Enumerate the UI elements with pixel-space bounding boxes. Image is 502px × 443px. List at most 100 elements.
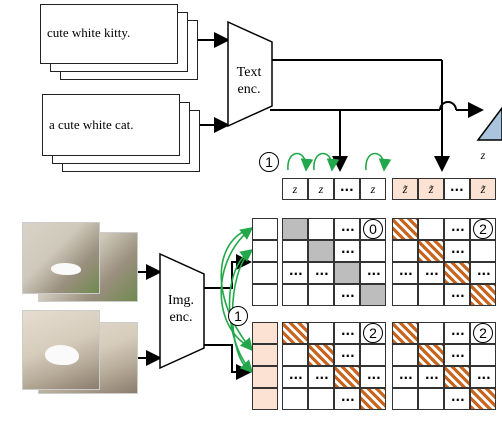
- matrix-cell: [282, 284, 308, 306]
- label-zt2I: [252, 344, 278, 366]
- matrix-cell: [282, 344, 308, 366]
- matrix-ellipsis: ...: [289, 368, 303, 382]
- step-marker-left: 1: [228, 306, 248, 326]
- matrix-cell: [392, 240, 418, 262]
- matrix-cell: [392, 284, 418, 306]
- matrix-cell: [282, 388, 308, 410]
- matrix-ellipsis: ...: [315, 264, 329, 278]
- matrix-cell: ...: [282, 262, 308, 284]
- matrix-ellipsis: ...: [451, 220, 465, 234]
- matrix-ellipsis: ...: [425, 368, 439, 382]
- label-zNT: [360, 178, 386, 200]
- matrix-cell: ...: [360, 366, 386, 388]
- matrix-ellipsis: ...: [451, 390, 465, 404]
- matrix-cell: [392, 388, 418, 410]
- matrix-cell: ...: [360, 262, 386, 284]
- matrix-cell: ...: [470, 366, 496, 388]
- cat-shape: [51, 263, 81, 275]
- matrix-cell: [418, 240, 444, 262]
- matrix-cell: ...: [308, 366, 334, 388]
- matrix-cell: [418, 344, 444, 366]
- step-marker-top: 1: [259, 152, 279, 172]
- matrix-cell: [334, 366, 360, 388]
- matrix-ellipsis: ...: [341, 324, 355, 338]
- image-encoder-label: Img. enc.: [167, 293, 195, 325]
- matrix-cell: ...: [392, 262, 418, 284]
- matrix-ellipsis: ...: [399, 264, 413, 278]
- label-dots-T: [334, 178, 360, 200]
- matrix-ellipsis: ...: [341, 242, 355, 256]
- matrix-cell: [392, 218, 418, 240]
- image-card-1: [22, 222, 100, 294]
- matrix-ellipsis: ...: [477, 264, 491, 278]
- matrix-cell: [360, 240, 386, 262]
- block-number: 0: [363, 219, 383, 239]
- matrix-cell: [308, 322, 334, 344]
- matrix-ellipsis: ...: [425, 264, 439, 278]
- matrix-ellipsis: ...: [341, 286, 355, 300]
- matrix-cell: ...: [334, 344, 360, 366]
- matrix-cell: ...: [334, 284, 360, 306]
- matrix-cell: [470, 284, 496, 306]
- matrix-ellipsis: ...: [367, 368, 381, 382]
- matrix-cell: [282, 322, 308, 344]
- matrix-cell: ...: [334, 322, 360, 344]
- label-z1I: [252, 218, 278, 240]
- top-label-1: z: [292, 182, 298, 196]
- label-z2T: [308, 178, 334, 200]
- matrix-cell: [308, 218, 334, 240]
- top-label-3: ...: [340, 180, 354, 194]
- matrix-ellipsis: ...: [341, 346, 355, 360]
- matrix-cell: [418, 218, 444, 240]
- matrix-ellipsis: ...: [451, 324, 465, 338]
- matrix-cell: ...: [282, 366, 308, 388]
- t-prime-label: z: [480, 148, 486, 162]
- matrix-ellipsis: ...: [451, 242, 465, 256]
- matrix-cell: ...: [444, 218, 470, 240]
- top-label-6: z̃: [428, 182, 434, 196]
- matrix-cell: [470, 344, 496, 366]
- matrix-cell: [418, 284, 444, 306]
- matrix-ellipsis: ...: [367, 264, 381, 278]
- matrix-cell: [308, 284, 334, 306]
- matrix-cell: ...: [418, 262, 444, 284]
- block-number: 2: [363, 323, 383, 343]
- text-encoder-label: Text enc.: [236, 65, 262, 97]
- matrix-cell: [308, 344, 334, 366]
- matrix-cell: ...: [334, 240, 360, 262]
- matrix-ellipsis: ...: [451, 346, 465, 360]
- block-number: 2: [473, 219, 493, 239]
- label-zt1T: [392, 178, 418, 200]
- matrix-cell: [392, 344, 418, 366]
- top-label-8: z̃: [480, 182, 486, 196]
- matrix-cell: [392, 322, 418, 344]
- matrix-ellipsis: ...: [341, 390, 355, 404]
- matrix-cell: [360, 284, 386, 306]
- matrix-cell: ...: [444, 388, 470, 410]
- matrix-cell: [418, 322, 444, 344]
- matrix-cell: [360, 388, 386, 410]
- text-card-1: cute white kitty.: [40, 4, 178, 64]
- image-encoder-shape: [159, 252, 205, 370]
- matrix-cell: [444, 262, 470, 284]
- label-zt2T: [418, 178, 444, 200]
- matrix-cell: ...: [444, 344, 470, 366]
- label-dots-tI: [252, 366, 278, 388]
- matrix-cell: ...: [334, 218, 360, 240]
- text-card-2: a cute white cat.: [42, 94, 180, 156]
- text-input-2: a cute white cat.: [49, 117, 134, 132]
- matrix-cell: [470, 388, 496, 410]
- matrix-cell: ...: [418, 366, 444, 388]
- matrix-ellipsis: ...: [341, 220, 355, 234]
- matrix-cell: [334, 262, 360, 284]
- top-label-2: z: [318, 182, 324, 196]
- matrix-cell: ...: [392, 366, 418, 388]
- top-label-5: z̃: [402, 182, 408, 196]
- target-encoder-shape: [476, 106, 502, 141]
- matrix-ellipsis: ...: [451, 286, 465, 300]
- matrix-ellipsis: ...: [289, 264, 303, 278]
- label-ztNI: [252, 388, 278, 410]
- matrix-cell: ...: [444, 322, 470, 344]
- label-ztNT: [470, 178, 496, 200]
